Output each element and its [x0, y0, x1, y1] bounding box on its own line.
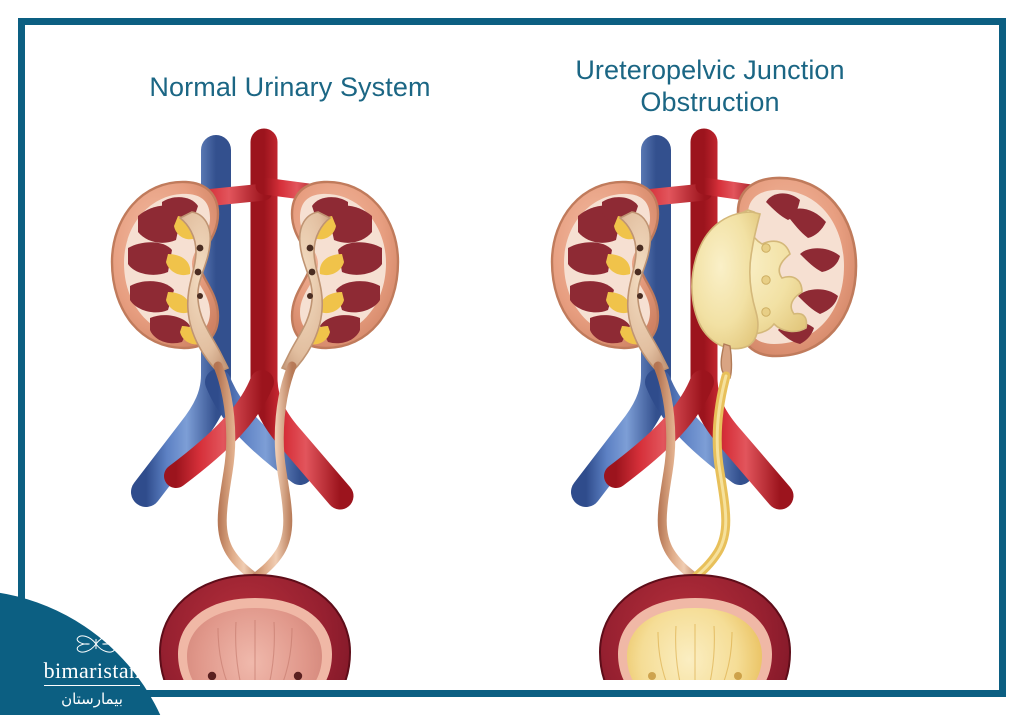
- left-ureter: [245, 361, 297, 587]
- bladder-rugae: [657, 624, 733, 680]
- medullary-pyramids: [568, 197, 638, 344]
- urinary-bladder-normal: [158, 573, 352, 680]
- minor-calyx: [194, 268, 202, 276]
- medullary-pyramids-compressed: [766, 193, 840, 344]
- titles-row: Normal Urinary System Ureteropelvic Junc…: [0, 0, 1024, 140]
- left-ureter-highlight: [688, 374, 728, 584]
- right-ureter: [213, 361, 265, 587]
- urinary-bladder-distended: [598, 573, 792, 680]
- minor-calyx: [306, 244, 314, 252]
- page-title-obstruction: Ureteropelvic Junction Obstruction: [575, 55, 845, 117]
- kidney-left-hydronephrotic: [691, 176, 858, 358]
- minor-calyx: [634, 268, 642, 276]
- illustration-upj-obstruction: [508, 120, 968, 680]
- ureteric-orifice: [734, 672, 742, 680]
- minor-calyx: [196, 244, 204, 252]
- ureteric-orifice: [207, 671, 217, 680]
- minor-calyx: [308, 268, 316, 276]
- renal-pelvis-balloon: [691, 211, 761, 350]
- ureteric-orifice: [293, 671, 303, 680]
- page-title-normal: Normal Urinary System: [149, 72, 431, 102]
- blunted-calyx: [761, 275, 771, 285]
- minor-calyx: [307, 293, 313, 299]
- minor-calyx: [197, 293, 203, 299]
- bladder-rugae: [217, 620, 293, 680]
- kidney-right-normal: [110, 180, 230, 373]
- right-ureter: [653, 361, 705, 587]
- minor-calyx: [637, 293, 643, 299]
- illustration-normal-urinary-system: [68, 120, 528, 680]
- minor-calyx: [636, 244, 644, 252]
- ureteric-orifice: [648, 672, 656, 680]
- blunted-calyx: [761, 243, 771, 253]
- kidney-right-normal: [550, 180, 670, 373]
- kidney-left-normal: [280, 180, 400, 373]
- page-border-frame: [18, 18, 1006, 697]
- medullary-pyramids: [312, 197, 382, 344]
- renal-sinus-fat: [166, 216, 201, 345]
- blunted-calyx: [761, 307, 771, 317]
